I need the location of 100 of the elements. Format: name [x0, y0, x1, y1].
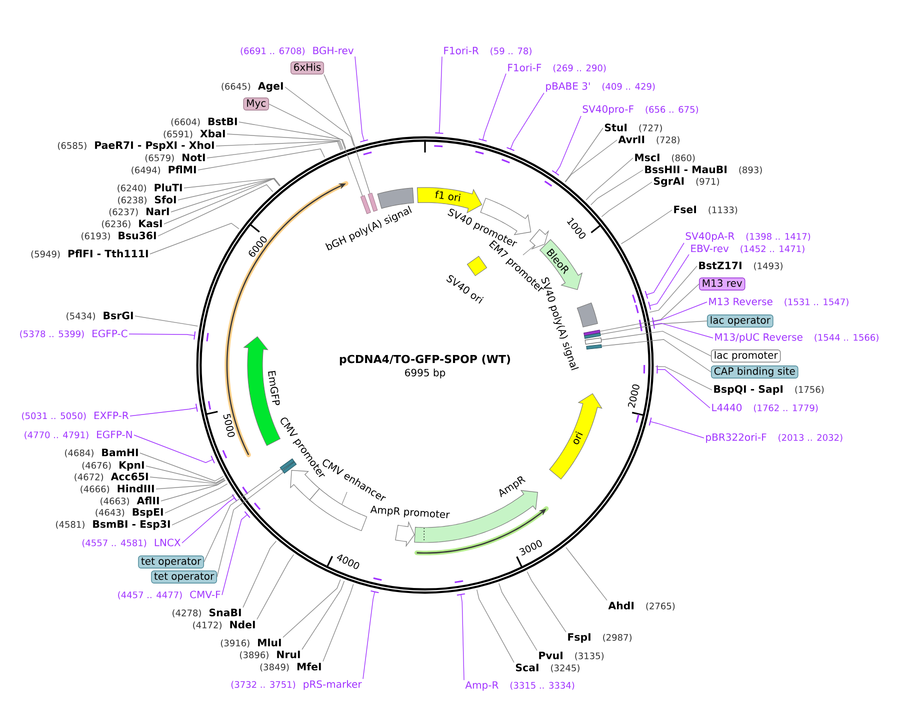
- feature-tag: Myc: [243, 98, 269, 110]
- leader-line: [600, 320, 708, 335]
- leader-line: [140, 452, 224, 482]
- feature-tag: CAP binding site: [711, 366, 798, 378]
- leader-line: [590, 170, 644, 206]
- leader-line: [322, 584, 354, 662]
- feature-tag: 6xHis: [290, 62, 324, 74]
- primer-label: M13/pUC Reverse (1544 .. 1566): [715, 333, 878, 343]
- plasmid-size: 6995 bp: [405, 368, 446, 378]
- leader-line: [566, 547, 608, 601]
- enzyme-label: (4684) BamHI: [65, 448, 138, 458]
- enzyme-label: PvuI (3135): [539, 652, 604, 660]
- leader-line: [134, 434, 214, 463]
- enzyme-label: (4663) AflII: [100, 496, 159, 506]
- leader-line: [268, 104, 363, 196]
- feature-tag: lac promoter: [711, 350, 781, 362]
- leader-line: [172, 494, 235, 526]
- leader-line: [653, 322, 714, 338]
- leader-line: [282, 579, 341, 638]
- scale-label: 5000: [223, 414, 235, 437]
- leader-line: [222, 514, 248, 596]
- leader-line: [564, 128, 604, 182]
- leader-line: [198, 148, 325, 170]
- feature-tag: tet operator: [138, 556, 204, 568]
- feature-mark: [586, 344, 602, 350]
- leader-line: [362, 591, 376, 680]
- enzyme-label: (3916) MluI: [220, 638, 281, 648]
- leader-line: [158, 184, 274, 236]
- enzyme-label: MscI (860): [635, 154, 695, 162]
- enzyme-label: (6238) SfoI: [118, 196, 176, 204]
- enzyme-label: (6236) KasI: [102, 220, 162, 228]
- primer-label: F1ori-R (59 .. 78): [444, 46, 532, 56]
- enzyme-label: FspI (2987): [568, 633, 632, 643]
- leader-line: [498, 583, 538, 651]
- primer-label: (5031 .. 5050) EXFP-R: [22, 412, 129, 420]
- feature-mark: [360, 195, 371, 214]
- enzyme-label: (4172) NdeI: [193, 620, 255, 630]
- enzyme-label: (4666) HindIII: [80, 484, 154, 494]
- enzyme-label: AvrII (728): [618, 136, 680, 144]
- leader-line: [476, 589, 514, 663]
- primer-label: (4457 .. 4477) CMV-F: [118, 590, 220, 600]
- enzyme-label: (6591) XbaI: [164, 130, 225, 138]
- leader-line: [649, 254, 690, 306]
- leader-line: [170, 178, 280, 212]
- leader-line: [565, 140, 618, 182]
- leader-line: [555, 116, 582, 174]
- feature-mark: [584, 332, 601, 339]
- primer-label: (5378 .. 5399) EGFP-C: [20, 330, 128, 338]
- leader-line: [238, 122, 346, 149]
- primer-label: L4440 (1762 .. 1779): [712, 404, 818, 412]
- enzyme-label: AhdI (2765): [608, 602, 675, 610]
- leader-line: [302, 580, 345, 650]
- leader-line: [160, 480, 226, 502]
- leader-line: [256, 554, 294, 620]
- primer-label: M13 Reverse (1531 .. 1547): [709, 298, 848, 306]
- enzyme-label: (5949) PflFI - Tth111I: [31, 250, 148, 258]
- enzyme-label: (6579) NotI: [145, 154, 205, 162]
- leader-line: [620, 210, 672, 244]
- feature-label: EmGFP: [268, 370, 280, 406]
- leader-line: [655, 366, 712, 390]
- leader-line: [601, 182, 652, 218]
- enzyme-label: StuI (727): [604, 124, 662, 132]
- leader-line: [526, 571, 566, 632]
- scale-label: 4000: [336, 554, 360, 570]
- leader-line: [164, 178, 280, 224]
- enzyme-label: (6585) PaeR7I - PspXI - XhoI: [58, 141, 214, 151]
- scale-label: 2000: [628, 384, 640, 408]
- enzyme-label: BstZ17I (1493): [699, 262, 782, 270]
- feature-label: ori: [574, 431, 583, 444]
- enzyme-label: SgrAI (971): [654, 177, 719, 187]
- leader-line: [184, 178, 281, 188]
- leader-line: [652, 302, 708, 322]
- enzyme-label: (3896) NruI: [240, 650, 300, 660]
- feature-mark: [584, 330, 600, 336]
- leader-line: [242, 540, 277, 608]
- enzyme-label: (6645) AgeI: [222, 82, 283, 92]
- primer-label: F1ori-F (269 .. 290): [508, 64, 606, 72]
- enzyme-label: (3849) MfeI: [260, 662, 321, 672]
- leader-line: [206, 141, 342, 158]
- leader-line: [438, 56, 442, 134]
- leader-line: [482, 73, 506, 140]
- primer-label: (4770 .. 4791) EGFP-N: [24, 430, 132, 440]
- feature-mark: [584, 338, 602, 344]
- leader-line: [650, 421, 704, 438]
- scale-label: 3000: [519, 540, 542, 556]
- feature-mark: [280, 458, 294, 470]
- feature-tag: M13 rev: [699, 278, 746, 290]
- leader-line: [646, 242, 684, 296]
- feature-mark: [368, 192, 378, 212]
- enzyme-label: ScaI (3245): [516, 664, 580, 672]
- enzyme-label: (4278) SnaBI: [172, 608, 241, 618]
- enzyme-label: (4643) BspEI: [96, 508, 163, 518]
- enzyme-label: FseI (1133): [674, 206, 738, 214]
- enzyme-label: (4581) BsmBI - Esp3I: [56, 520, 170, 530]
- leader-line: [586, 158, 634, 200]
- primer-label: SV40pA-R (1398 .. 1417): [686, 232, 810, 242]
- leader-line: [324, 74, 370, 194]
- leader-line: [204, 468, 282, 562]
- leader-line: [216, 472, 284, 578]
- primer-label: (3732 .. 3751) pRS-marker: [231, 680, 362, 690]
